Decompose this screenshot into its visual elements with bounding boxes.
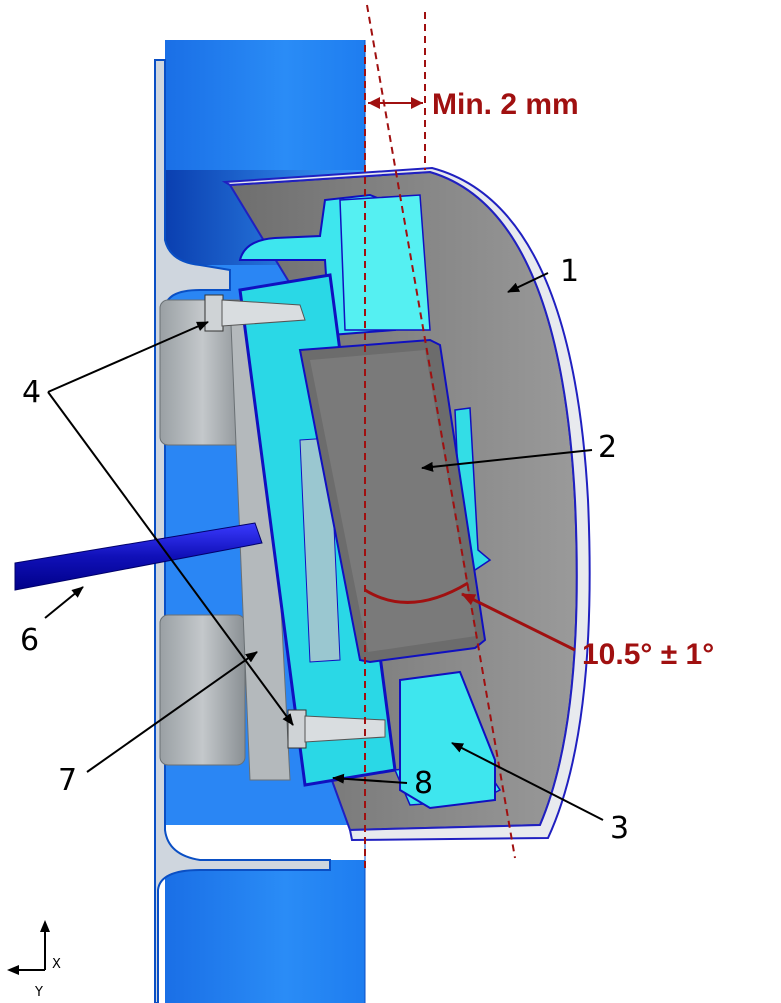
callout-2: 2 — [598, 430, 617, 465]
callout-6: 6 — [20, 623, 39, 658]
dimension-lines — [364, 4, 576, 870]
angle-dimension-label: 10.5° ± 1° — [582, 638, 714, 671]
callout-7: 7 — [58, 763, 77, 798]
gap-dimension-label: Min. 2 mm — [432, 88, 579, 121]
callout-4: 4 — [22, 375, 41, 410]
axis-y-label: Y — [34, 985, 43, 1000]
cyan-mounting-frame — [238, 193, 502, 810]
callout-3: 3 — [610, 811, 629, 846]
leader-lines — [44, 272, 604, 821]
screw-top — [204, 294, 306, 332]
axis-x-label: X — [52, 957, 61, 972]
cable — [14, 522, 263, 591]
callout-8: 8 — [414, 766, 433, 801]
callout-1: 1 — [560, 254, 579, 289]
axes-indicator: X Y — [7, 920, 61, 1000]
